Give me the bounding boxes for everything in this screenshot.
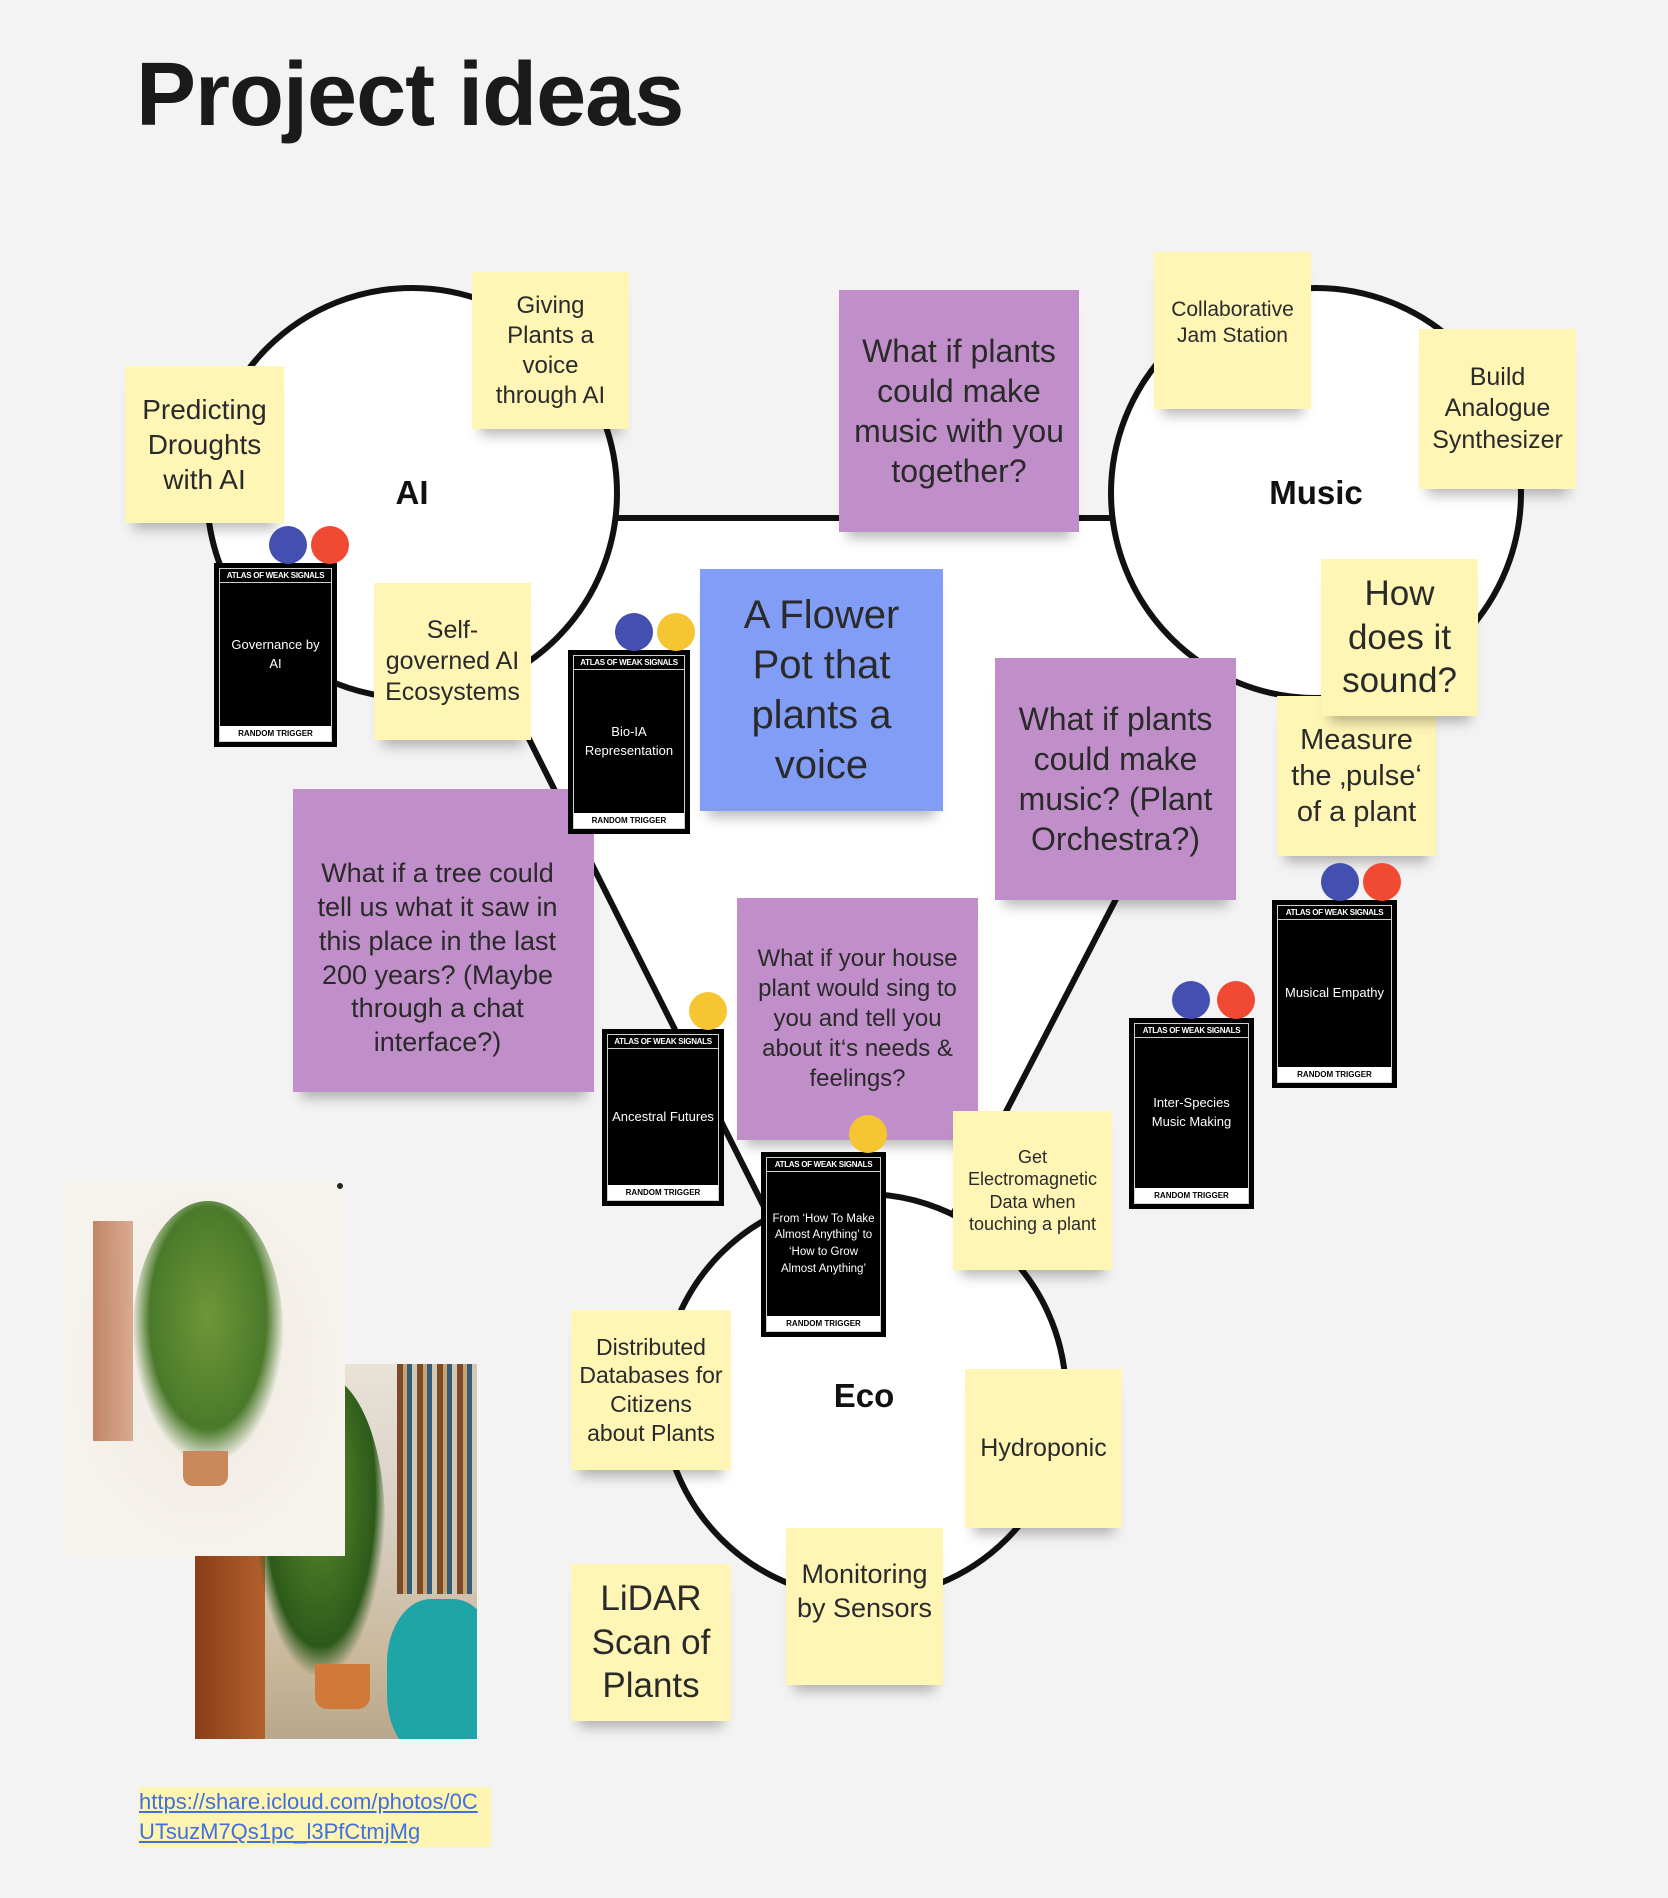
vote-dot-blue[interactable] <box>1172 981 1210 1019</box>
sticky-note[interactable]: Collaborative Jam Station <box>1154 252 1311 409</box>
icloud-photos-link[interactable]: https://share.icloud.com/photos/0CUTsuzM… <box>139 1787 491 1847</box>
card-footer: RANDOM TRIGGER <box>767 1316 880 1331</box>
card-footer: RANDOM TRIGGER <box>608 1185 718 1200</box>
sticky-note[interactable]: What if plants could make music? (Plant … <box>995 658 1236 900</box>
circle-label-eco: Eco <box>833 1377 895 1414</box>
vote-dot-red[interactable] <box>1217 981 1255 1019</box>
sticky-note[interactable]: Build Analogue Synthesizer <box>1419 329 1576 489</box>
card-title: Bio-IA Representation <box>584 723 674 758</box>
sticky-note[interactable]: Get Electromagnetic Data when touching a… <box>953 1111 1112 1270</box>
card-footer: RANDOM TRIGGER <box>1135 1188 1248 1203</box>
vote-dot-yellow[interactable] <box>657 613 695 651</box>
card-title: From ‘How To Make Almost Anything’ to ‘H… <box>772 1212 875 1275</box>
card-header: ATLAS OF WEAK SIGNALS <box>1278 906 1391 920</box>
lidar-scan-photo[interactable] <box>63 1181 345 1556</box>
card-header: ATLAS OF WEAK SIGNALS <box>767 1158 880 1172</box>
vote-dot-red[interactable] <box>1363 863 1401 901</box>
sticky-note[interactable]: Predicting Droughts with AI <box>125 366 284 523</box>
sticky-note[interactable]: Giving Plants a voice through AI <box>472 272 629 429</box>
card-header: ATLAS OF WEAK SIGNALS <box>220 569 331 583</box>
sticky-note[interactable]: A Flower Pot that plants a voice <box>700 569 943 811</box>
trigger-card[interactable]: ATLAS OF WEAK SIGNALS Inter-Species Music… <box>1129 1018 1254 1209</box>
vote-dot-yellow[interactable] <box>689 992 727 1030</box>
card-title: Ancestral Futures <box>612 1108 714 1124</box>
circle-label-music: Music <box>1269 474 1363 511</box>
card-footer: RANDOM TRIGGER <box>574 813 684 828</box>
trigger-card[interactable]: ATLAS OF WEAK SIGNALS From ‘How To Make A… <box>761 1152 886 1337</box>
vote-dot-blue[interactable] <box>269 526 307 564</box>
circle-label-ai: AI <box>395 474 429 511</box>
card-title: Inter-Species Music Making <box>1151 1095 1232 1129</box>
sticky-note[interactable]: Monitoring by Sensors <box>786 1528 943 1685</box>
sticky-note[interactable]: Distributed Databases for Citizens about… <box>571 1310 731 1470</box>
page-title: Project ideas <box>136 45 684 145</box>
trigger-card[interactable]: ATLAS OF WEAK SIGNALS Bio-IA Representati… <box>568 650 690 834</box>
vote-dot-blue[interactable] <box>615 613 653 651</box>
sticky-note[interactable]: What if your house plant would sing to y… <box>737 898 978 1140</box>
vote-dot-red[interactable] <box>311 526 349 564</box>
sticky-note[interactable]: What if a tree could tell us what it saw… <box>293 789 594 1092</box>
sticky-note[interactable]: How does it sound? <box>1321 559 1478 716</box>
card-header: ATLAS OF WEAK SIGNALS <box>574 656 684 670</box>
vote-dot-yellow[interactable] <box>849 1115 887 1153</box>
sticky-note[interactable]: Measure the ‚pulse‘ of a plant <box>1277 696 1436 856</box>
card-footer: RANDOM TRIGGER <box>1278 1067 1391 1082</box>
sticky-note[interactable]: Hydroponic <box>965 1369 1122 1528</box>
card-title: Musical Empathy <box>1285 985 1384 1001</box>
card-header: ATLAS OF WEAK SIGNALS <box>1135 1024 1248 1038</box>
sticky-note[interactable]: What if plants could make music with you… <box>839 290 1079 532</box>
trigger-card[interactable]: ATLAS OF WEAK SIGNALS Governance by AI RAN… <box>214 563 337 747</box>
sticky-note[interactable]: Self-governed AI Ecosystems <box>374 583 531 740</box>
card-title: Governance by AI <box>231 636 320 671</box>
sticky-note[interactable]: LiDAR Scan of Plants <box>571 1564 731 1721</box>
card-header: ATLAS OF WEAK SIGNALS <box>608 1035 718 1049</box>
card-footer: RANDOM TRIGGER <box>220 726 331 741</box>
vote-dot-blue[interactable] <box>1321 863 1359 901</box>
